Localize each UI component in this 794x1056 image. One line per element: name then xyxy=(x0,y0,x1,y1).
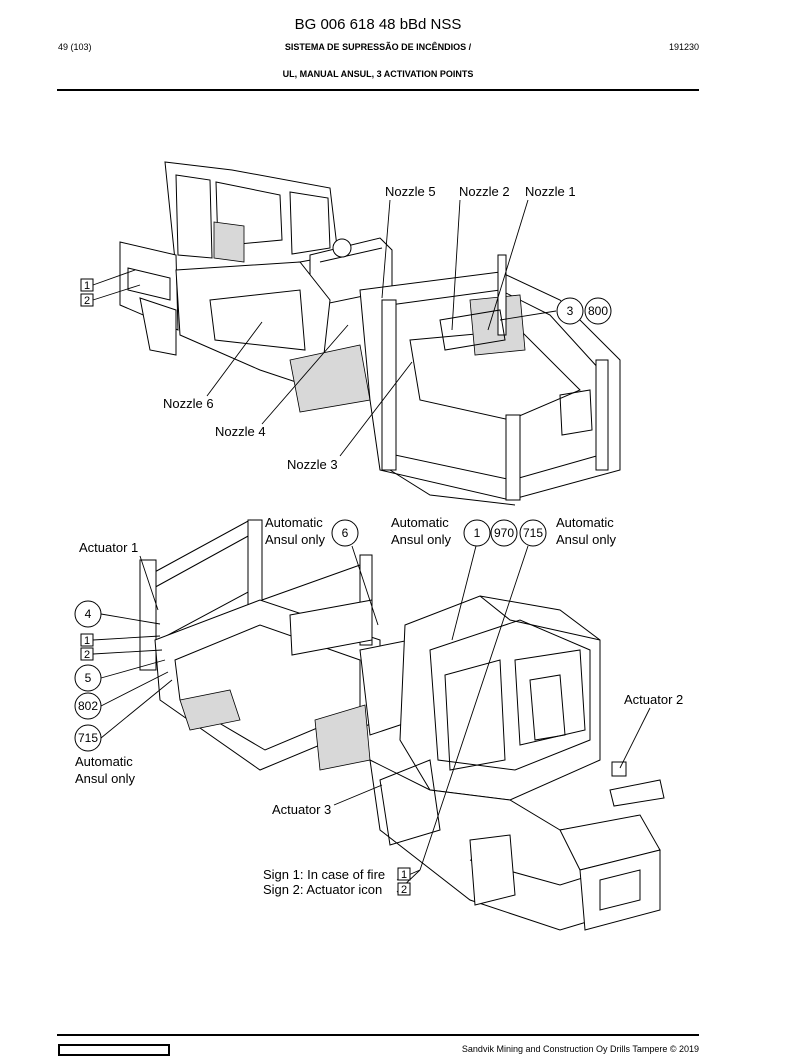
svg-text:2: 2 xyxy=(84,295,90,307)
page-number: 49 (103) xyxy=(58,42,92,52)
top-sign-box-2: 2 xyxy=(80,293,94,307)
svg-text:1: 1 xyxy=(401,869,407,881)
callout-3: 3 xyxy=(556,297,584,325)
callout-802: 802 xyxy=(74,692,102,720)
company-logo xyxy=(58,1044,170,1056)
callout-1: 1 xyxy=(463,519,491,547)
label-sign-1: Sign 1: In case of fire xyxy=(263,867,385,882)
label-automatic-c: Automatic xyxy=(556,515,614,530)
label-actuator-2: Actuator 2 xyxy=(624,692,683,707)
top-sign-box-1: 1 xyxy=(80,278,94,292)
footer-copyright: Sandvik Mining and Construction Oy Drill… xyxy=(461,1044,699,1054)
label-automatic-b: Automatic xyxy=(391,515,449,530)
svg-text:4: 4 xyxy=(85,607,92,621)
left-sign-box-2: 2 xyxy=(80,647,94,661)
label-ansul-only-d: Ansul only xyxy=(75,771,135,786)
callout-715-left: 715 xyxy=(74,724,102,752)
sign-legend-box-1: 1 xyxy=(397,867,411,881)
label-ansul-only-c: Ansul only xyxy=(556,532,616,547)
footer-rule xyxy=(57,1034,699,1036)
label-automatic-d: Automatic xyxy=(75,754,133,769)
label-actuator-1: Actuator 1 xyxy=(79,540,138,555)
label-ansul-only-a: Ansul only xyxy=(265,532,325,547)
section-title: SISTEMA DE SUPRESSÃO DE INCÊNDIOS / xyxy=(284,42,472,52)
svg-text:1: 1 xyxy=(84,280,90,292)
page-subtitle: UL, MANUAL ANSUL, 3 ACTIVATION POINTS xyxy=(282,69,474,79)
top-machine-drawing xyxy=(119,161,621,506)
callout-800: 800 xyxy=(584,297,612,325)
callout-4: 4 xyxy=(74,600,102,628)
label-actuator-3: Actuator 3 xyxy=(272,802,331,817)
svg-text:802: 802 xyxy=(78,699,98,713)
callout-715-top: 715 xyxy=(519,519,547,547)
svg-text:715: 715 xyxy=(78,731,98,745)
document-title: BG 006 618 48 bBd NSS xyxy=(294,16,462,33)
svg-text:970: 970 xyxy=(494,526,514,540)
bottom-machine-drawing xyxy=(139,519,665,931)
label-nozzle-6: Nozzle 6 xyxy=(163,396,214,411)
callout-6: 6 xyxy=(331,519,359,547)
left-sign-box-1: 1 xyxy=(80,633,94,647)
svg-text:1: 1 xyxy=(84,635,90,647)
sign-legend-box-2: 2 xyxy=(397,882,411,896)
top-leader-lines xyxy=(206,199,557,457)
svg-text:2: 2 xyxy=(401,884,407,896)
label-sign-2: Sign 2: Actuator icon xyxy=(263,882,382,897)
svg-text:1: 1 xyxy=(474,526,481,540)
header-rule xyxy=(57,89,699,91)
label-automatic-a: Automatic xyxy=(265,515,323,530)
label-nozzle-3: Nozzle 3 xyxy=(287,457,338,472)
callout-970: 970 xyxy=(490,519,518,547)
label-nozzle-1: Nozzle 1 xyxy=(525,184,576,199)
svg-text:3: 3 xyxy=(567,304,574,318)
svg-text:2: 2 xyxy=(84,649,90,661)
svg-text:6: 6 xyxy=(342,526,349,540)
label-nozzle-5: Nozzle 5 xyxy=(385,184,436,199)
svg-text:800: 800 xyxy=(588,304,608,318)
label-nozzle-2: Nozzle 2 xyxy=(459,184,510,199)
svg-text:5: 5 xyxy=(85,671,92,685)
label-ansul-only-b: Ansul only xyxy=(391,532,451,547)
svg-text:715: 715 xyxy=(523,526,543,540)
callout-5: 5 xyxy=(74,664,102,692)
document-date: 191230 xyxy=(668,42,699,52)
label-nozzle-4: Nozzle 4 xyxy=(215,424,266,439)
